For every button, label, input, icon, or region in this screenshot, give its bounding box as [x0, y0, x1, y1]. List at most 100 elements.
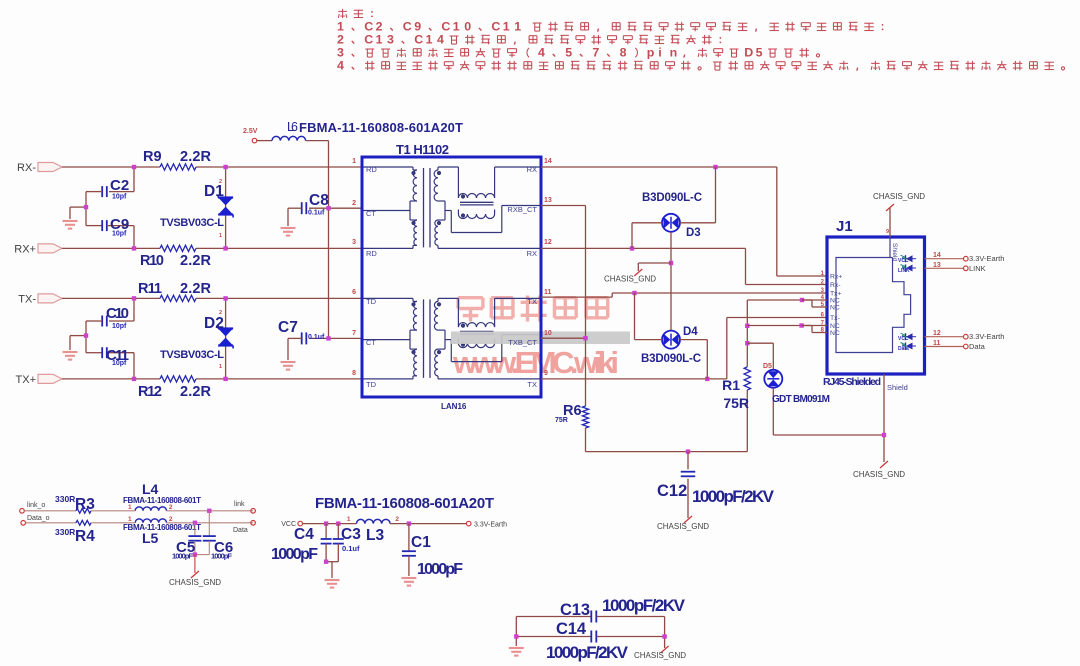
svg-text:n: n — [670, 46, 678, 60]
svg-text:10pf: 10pf — [112, 231, 127, 238]
svg-text:1000pF/2KV: 1000pF/2KV — [546, 643, 629, 662]
svg-text:2: 2 — [169, 504, 173, 511]
svg-text:TD: TD — [366, 297, 377, 306]
svg-text:Data_o: Data_o — [27, 515, 50, 522]
svg-text:TVSBV03C-L: TVSBV03C-L — [160, 217, 224, 229]
svg-text:GDT BM091M: GDT BM091M — [772, 394, 830, 405]
svg-text:CHASIS_GND: CHASIS_GND — [604, 275, 656, 284]
svg-text:i: i — [658, 46, 661, 60]
svg-text:NC: NC — [830, 305, 840, 312]
svg-text:1: 1 — [821, 271, 825, 277]
svg-text:C: C — [364, 33, 373, 47]
svg-text:6: 6 — [821, 313, 825, 319]
svg-text:2.5V: 2.5V — [243, 128, 258, 135]
svg-text:B3D090L-C: B3D090L-C — [642, 192, 702, 204]
svg-text:C: C — [403, 20, 412, 34]
svg-text:10pf: 10pf — [112, 360, 127, 367]
svg-text:C2: C2 — [110, 177, 129, 194]
svg-text:1: 1 — [219, 233, 222, 239]
svg-text:NC: NC — [830, 323, 840, 330]
svg-text:J1: J1 — [836, 218, 853, 235]
svg-text:TVSBV03C-L: TVSBV03C-L — [160, 349, 224, 361]
svg-text:330R: 330R — [55, 527, 75, 537]
svg-text:RX+: RX+ — [14, 243, 36, 255]
svg-text:C8: C8 — [309, 192, 329, 209]
svg-text:RXB_CT: RXB_CT — [507, 205, 537, 214]
svg-text:Rx+: Rx+ — [830, 274, 842, 281]
svg-text:L4: L4 — [142, 481, 159, 497]
svg-text:1000pF: 1000pF — [211, 552, 232, 561]
svg-text:Data: Data — [969, 342, 986, 351]
svg-text:R1: R1 — [722, 377, 740, 393]
svg-text:C4: C4 — [294, 526, 314, 543]
svg-text:RD: RD — [366, 165, 377, 174]
svg-text:1: 1 — [347, 516, 351, 523]
svg-text:12: 12 — [933, 330, 941, 337]
svg-text:0: 0 — [464, 20, 471, 34]
svg-text:D5: D5 — [763, 363, 772, 370]
svg-text:Tx-: Tx- — [830, 315, 840, 322]
svg-text:14: 14 — [544, 158, 552, 165]
svg-text:1: 1 — [514, 20, 521, 34]
svg-text:R3: R3 — [75, 496, 95, 513]
svg-text:9: 9 — [886, 229, 889, 235]
svg-text:Tx+: Tx+ — [830, 291, 842, 298]
svg-text:www.EMC.wiki: www.EMC.wiki — [452, 345, 619, 380]
svg-text:3: 3 — [352, 239, 356, 246]
svg-text:C13: C13 — [560, 601, 590, 619]
svg-text:C: C — [491, 20, 500, 34]
svg-text:C14: C14 — [556, 620, 587, 638]
svg-text:RJ45-Shielded: RJ45-Shielded — [823, 376, 881, 388]
svg-text:8: 8 — [352, 370, 356, 377]
svg-text:C6: C6 — [214, 539, 233, 556]
svg-text:B3D090L-C: B3D090L-C — [641, 353, 701, 365]
svg-text:FBMA-11-160808-601T: FBMA-11-160808-601T — [123, 496, 201, 505]
svg-text:NC: NC — [830, 330, 840, 337]
svg-text:LAN16: LAN16 — [441, 402, 467, 411]
svg-text:D2: D2 — [204, 315, 224, 332]
svg-text:3.3V-Earth: 3.3V-Earth — [969, 254, 1004, 263]
svg-text:Shield: Shield — [887, 383, 908, 392]
svg-text:CHASIS_GND: CHASIS_GND — [873, 192, 925, 201]
svg-text:D3: D3 — [686, 227, 701, 239]
svg-text:1: 1 — [128, 504, 132, 511]
svg-text:T1 H1102: T1 H1102 — [396, 142, 449, 157]
svg-text:RX: RX — [527, 249, 537, 258]
svg-text:4: 4 — [538, 46, 545, 60]
svg-text:2: 2 — [821, 280, 825, 286]
svg-text:C3: C3 — [341, 526, 361, 543]
svg-text:p: p — [647, 46, 655, 60]
svg-text:D4: D4 — [683, 326, 698, 338]
svg-text:TXB_CT: TXB_CT — [508, 338, 537, 347]
svg-text:RD: RD — [366, 249, 377, 258]
svg-text:L3: L3 — [366, 527, 384, 544]
svg-text:link: link — [234, 501, 245, 508]
svg-text:TX: TX — [527, 380, 537, 389]
svg-text:4: 4 — [437, 33, 444, 47]
svg-text:330R: 330R — [55, 494, 75, 504]
svg-text:1: 1 — [503, 20, 510, 34]
svg-text:1: 1 — [337, 20, 344, 34]
svg-text:Data: Data — [898, 346, 909, 352]
svg-text:2: 2 — [219, 179, 222, 185]
svg-text:C: C — [441, 20, 450, 34]
svg-text:Shield: Shield — [891, 243, 898, 261]
svg-text:75R: 75R — [555, 417, 568, 424]
svg-text:FBMA-11-160808-601A20T: FBMA-11-160808-601A20T — [315, 495, 494, 512]
svg-text:7: 7 — [821, 321, 825, 327]
svg-text:5: 5 — [821, 302, 825, 308]
svg-text:5: 5 — [756, 46, 763, 60]
svg-text:R11: R11 — [138, 281, 162, 297]
svg-text:1: 1 — [426, 33, 433, 47]
svg-text:C12: C12 — [657, 482, 687, 500]
svg-text:C7: C7 — [278, 319, 298, 336]
svg-text:11: 11 — [933, 340, 941, 347]
svg-text:VCC: VCC — [281, 521, 296, 528]
svg-text:1000pF/2KV: 1000pF/2KV — [602, 596, 686, 615]
svg-text:2.2R: 2.2R — [180, 281, 212, 297]
svg-text:TX: TX — [527, 297, 537, 306]
svg-text:TX-: TX- — [18, 293, 36, 305]
svg-text:VCC: VCC — [898, 336, 909, 342]
svg-text:CT: CT — [366, 209, 376, 218]
svg-text:3.3V-Earth: 3.3V-Earth — [969, 332, 1004, 341]
